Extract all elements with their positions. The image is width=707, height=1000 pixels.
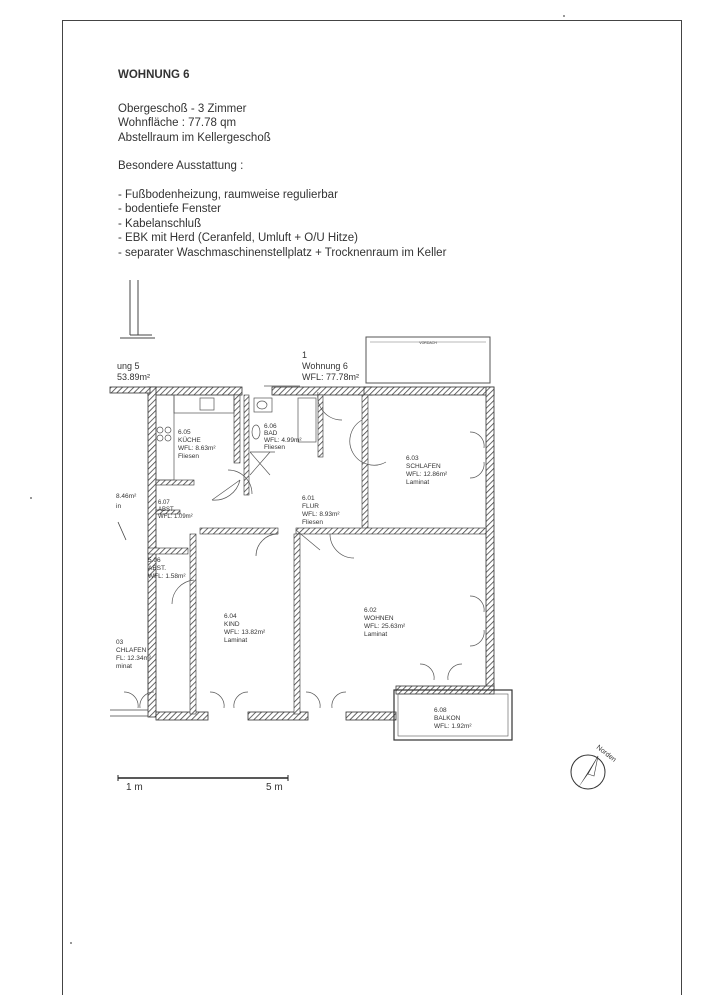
room-label-neighbor-schlafen: 03 CHLAFEN FL: 12.34m² minat [116,639,152,670]
info-line: Obergeschoß - 3 Zimmer [118,102,247,115]
svg-text:6.03: 6.03 [406,455,419,462]
unit-label: 1 Wohnung 6 WFL: 77.78m² [302,350,359,382]
document-sheet [62,20,682,995]
svg-text:minat: minat [116,663,132,670]
svg-text:53.89m²: 53.89m² [117,372,150,382]
canopy-label: VORDACH [419,341,437,345]
svg-text:WFL: 1.09m²: WFL: 1.09m² [158,514,193,520]
svg-text:WFL: 8.63m²: WFL: 8.63m² [178,445,216,452]
feature-item: - bodentiefe Fenster [118,203,221,215]
svg-text:03: 03 [116,639,124,646]
svg-text:WFL: 4.99m²: WFL: 4.99m² [264,437,302,444]
svg-text:6.02: 6.02 [364,607,377,614]
svg-text:Laminat: Laminat [224,637,247,644]
svg-text:8.46m²: 8.46m² [116,493,137,500]
svg-text:WFL: 8.93m²: WFL: 8.93m² [302,511,340,518]
svg-text:5.06: 5.06 [148,557,161,564]
svg-text:6.07: 6.07 [158,500,170,506]
scale-label-right: 5 m [266,782,283,793]
feature-item: - Fußbodenheizung, raumweise regulierbar [118,188,338,201]
features-heading: Besondere Ausstattung : [118,160,244,172]
room-label-bad: 6.06 BAD WFL: 4.99m² Fliesen [264,423,302,451]
svg-text:BAD: BAD [264,430,278,437]
svg-text:ABST.: ABST. [158,507,175,513]
room-label-kind: 6.04 KIND WFL: 13.82m² Laminat [224,613,266,644]
svg-text:CHLAFEN: CHLAFEN [116,647,147,654]
room-label-kueche: 6.05 KÜCHE WFL: 8.63m² Fliesen [178,429,216,460]
svg-text:in: in [116,503,121,510]
svg-text:1: 1 [302,350,307,360]
canopy: VORDACH [365,336,491,384]
scan-speck [30,497,32,499]
svg-text:WFL: 1.58m²: WFL: 1.58m² [148,573,186,580]
svg-text:Laminat: Laminat [406,479,429,486]
svg-text:6.08: 6.08 [434,707,447,714]
svg-text:6.05: 6.05 [178,429,191,436]
svg-text:Laminat: Laminat [364,631,387,638]
svg-text:KIND: KIND [224,621,240,628]
room-label-schlafen: 6.03 SCHLAFEN WFL: 12.86m² Laminat [406,455,448,486]
svg-text:ung 5: ung 5 [117,361,140,371]
description-block: WOHNUNG 6 Obergeschoß - 3 Zimmer Wohnflä… [118,68,446,260]
svg-text:BALKON: BALKON [434,715,461,722]
bathroom-fixtures [249,397,317,476]
svg-text:6.04: 6.04 [224,613,237,620]
feature-item: - Kabelanschluß [118,217,202,230]
svg-text:WOHNEN: WOHNEN [364,615,394,622]
svg-text:6.06: 6.06 [264,423,277,430]
svg-text:KÜCHE: KÜCHE [178,436,201,444]
scan-speck [70,942,72,944]
info-lines: Obergeschoß - 3 Zimmer Wohnfläche : 77.7… [118,102,446,146]
door-swings [171,391,387,605]
svg-text:ABST.: ABST. [148,565,166,572]
feature-list: - Fußbodenheizung, raumweise regulierbar… [118,188,446,261]
room-label-abst-506: 5.06 ABST. WFL: 1.58m² [148,557,186,580]
neighbor-label: ung 5 53.89m² [117,361,150,382]
neighbour-walls [110,521,149,717]
windows [123,385,485,709]
stairwell-wall [120,280,155,339]
svg-text:WFL: 13.82m²: WFL: 13.82m² [224,629,266,636]
svg-text:FLUR: FLUR [302,503,319,510]
svg-text:WFL: 25.63m²: WFL: 25.63m² [364,623,406,630]
apartment-title: WOHNUNG 6 [118,69,190,81]
svg-text:Fliesen: Fliesen [178,453,199,460]
scan-speck [563,15,565,17]
scale-bar [117,775,289,781]
svg-text:WFL: 12.86m²: WFL: 12.86m² [406,471,448,478]
room-label-wohnen: 6.02 WOHNEN WFL: 25.63m² Laminat [364,607,406,638]
svg-text:SCHLAFEN: SCHLAFEN [406,463,441,470]
feature-item: - EBK mit Herd (Ceranfeld, Umluft + O/U … [118,232,358,244]
svg-text:Fliesen: Fliesen [264,444,285,451]
room-label-balkon: 6.08 BALKON WFL: 1.92m² [434,707,472,730]
compass-label: Norden [595,744,617,764]
svg-text:6.01: 6.01 [302,495,315,502]
room-label-abst-607: 6.07 ABST. WFL: 1.09m² [158,500,193,520]
kitchen-units [155,394,235,481]
scale-label-left: 1 m [126,782,143,793]
north-arrow: Norden [570,744,617,790]
balcony [393,689,513,741]
interior-walls [147,394,487,715]
svg-text:WFL: 1.92m²: WFL: 1.92m² [434,723,472,730]
info-line: Abstellraum im Kellergeschoß [118,131,271,144]
info-line: Wohnfläche : 77.78 qm [118,117,237,129]
svg-text:Wohnung 6: Wohnung 6 [302,361,348,371]
left-partial-labels: 8.46m² in [116,493,137,510]
feature-item: - separater Waschmaschinenstellplatz + T… [118,246,447,259]
room-label-flur: 6.01 FLUR WFL: 8.93m² Fliesen [302,495,340,526]
svg-text:WFL: 77.78m²: WFL: 77.78m² [302,372,359,382]
svg-text:Fliesen: Fliesen [302,519,323,526]
svg-text:FL: 12.34m²: FL: 12.34m² [116,655,152,662]
